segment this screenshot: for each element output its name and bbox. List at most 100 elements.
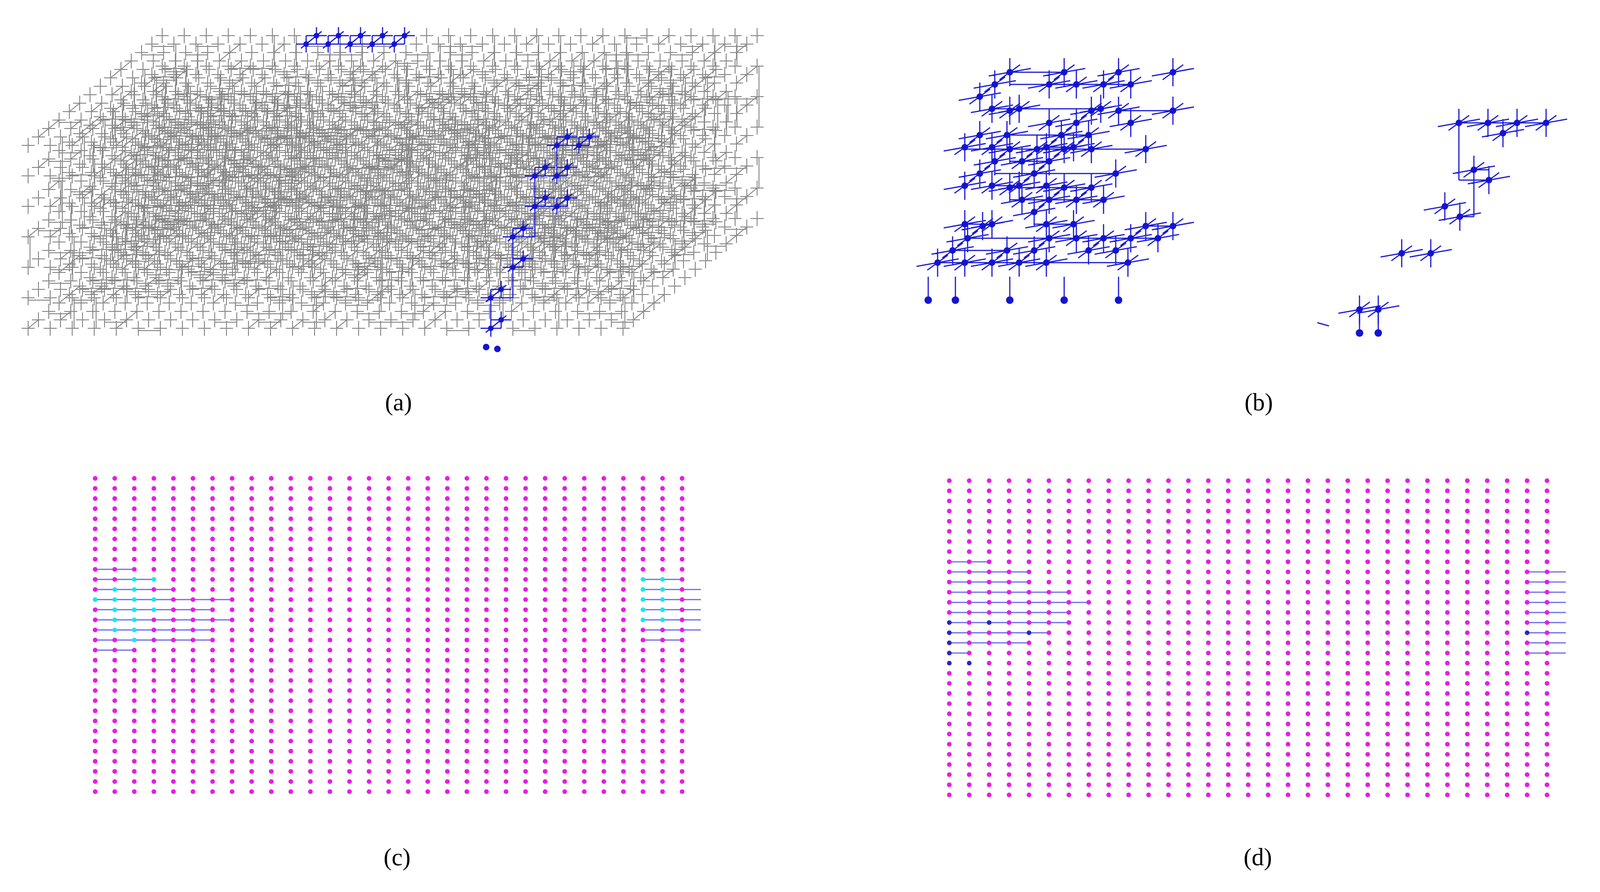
grid-site [484,556,489,562]
grid-site [1146,589,1151,595]
cluster-node [976,170,984,177]
grid-site [986,599,992,605]
grid-site [425,627,430,632]
grid-site [210,556,215,562]
grid-site [92,566,98,572]
grid-site [503,788,509,794]
grid-site [1246,508,1251,514]
grid-site [1106,478,1112,483]
grid-site [171,566,176,572]
grid-site [464,586,470,592]
grid-site [1066,721,1072,727]
grid-site [503,627,509,632]
grid-site [1006,579,1012,585]
grid-site [1126,670,1132,676]
grid-site [229,475,235,481]
grid-site [1026,548,1032,554]
grid-site [425,536,430,541]
grid-site [1445,721,1450,727]
grid-site [1006,741,1012,747]
grid-site [327,526,333,532]
grid-site [131,536,137,541]
grid-site [1265,589,1271,595]
grid-site [1445,528,1450,534]
grid-site [1006,792,1012,797]
grid-site [1325,620,1331,625]
cluster-node [1100,81,1107,88]
grid-site [1285,630,1291,635]
grid-site [1265,761,1271,767]
grid-site [523,576,528,582]
grid-site [1365,498,1371,504]
grid-site [288,495,293,501]
cluster-node [1513,119,1521,127]
grid-site [523,667,528,673]
grid-site [967,660,972,666]
grid-site [601,788,607,794]
grid-site [1325,792,1331,797]
grid-site [1445,700,1450,706]
grid-site [171,647,176,653]
grid-site [171,607,176,612]
grid-site [1106,680,1112,686]
grid-site [464,495,470,501]
grid-site [1385,751,1390,757]
cluster-node [498,286,504,293]
grid-site [1166,640,1172,646]
cluster-node [949,247,956,254]
cluster-node [1127,234,1135,242]
grid-site [1225,761,1231,767]
grid-site [249,667,255,673]
grid-site [1385,508,1390,514]
grid-site [1325,579,1331,585]
grid-site [946,569,952,575]
cluster-node [1169,68,1177,76]
grid-site [946,508,952,514]
grid-site [679,546,685,552]
cluster-node [554,142,560,149]
grid-site [92,698,98,703]
grid-site [1385,772,1390,777]
grid-site [542,536,548,541]
grid-site [249,647,255,653]
grid-site [1246,650,1251,655]
grid-site [210,566,215,572]
grid-site [946,589,952,595]
grid-site [1405,548,1411,554]
grid-site [1365,599,1371,605]
grid-site [581,586,587,592]
grid-site [640,778,646,784]
grid-site [542,688,548,693]
grid-site [464,788,470,794]
grid-site [131,698,137,703]
grid-site [1026,691,1032,696]
cluster-node [988,105,996,113]
grid-site [621,627,626,632]
grid-site [425,607,430,612]
grid-site [1006,620,1012,625]
grid-site [542,728,548,734]
grid-site [1345,700,1351,706]
grid-site [92,526,98,532]
grid-site [92,677,98,683]
grid-site [1365,640,1371,646]
grid-site [1385,528,1390,534]
grid-site [190,667,196,673]
grid-site [1046,670,1052,676]
grid-site [946,478,952,483]
grid-site [1285,528,1291,534]
grid-site [1246,781,1251,787]
grid-site [1425,761,1430,767]
grid-site [1166,792,1172,797]
grid-site [171,617,176,623]
grid-site [288,637,293,643]
grid-site [523,597,528,602]
grid-site [503,516,509,521]
grid-site [503,688,509,693]
grid-site [1325,751,1331,757]
grid-site [366,698,372,703]
grid-site [1425,498,1430,504]
grid-site [1265,711,1271,716]
cluster-node [1484,119,1492,127]
grid-site [1246,792,1251,797]
